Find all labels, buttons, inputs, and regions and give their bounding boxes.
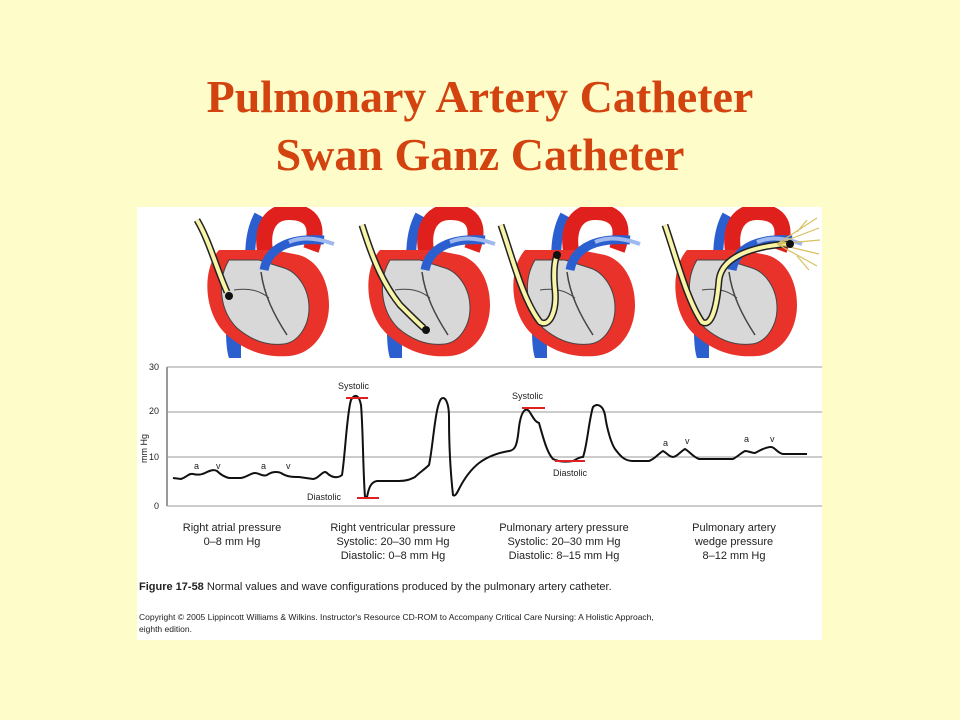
copyright-line-2: eighth edition. [139,624,192,634]
figure-drawing: 30 20 10 0 mm Hg a v a v Systolic [139,207,822,511]
pressure-title: Pulmonary artery [692,522,776,534]
heart-panel-pulmonary-artery [497,212,640,358]
wave-label-a: a [663,438,668,448]
figure-panel: 30 20 10 0 mm Hg a v a v Systolic [137,207,822,640]
y-tick-20: 20 [149,406,159,416]
systolic-label: Systolic [338,381,370,391]
diastolic-label: Diastolic [553,468,588,478]
catheter-tip-icon [553,251,561,259]
wave-label-v: v [286,461,291,471]
pressure-range: Diastolic: 8–15 mm Hg [508,550,620,562]
wave-label-a: a [194,461,199,471]
pressure-range: Systolic: 20–30 mm Hg [507,536,621,548]
y-tick-10: 10 [149,452,159,462]
wave-label-a: a [744,434,749,444]
wave-label-v: v [770,434,775,444]
y-axis-label: mm Hg [139,434,149,463]
copyright-notice: Copyright © 2005 Lippincott Williams & W… [139,611,819,635]
heart-panel-wedge [661,212,821,358]
wave-label-v: v [685,436,690,446]
pressure-range: 0–8 mm Hg [203,536,261,548]
pressure-title: wedge pressure [694,536,774,548]
pulmonary-artery-pressure-label: Pulmonary artery pressure Systolic: 20–3… [479,521,649,563]
figure-number: Figure 17-58 [139,581,204,593]
pressure-title: Right atrial pressure [182,522,282,534]
right-ventricular-pressure-label: Right ventricular pressure Systolic: 20–… [308,521,478,563]
diastolic-label: Diastolic [307,492,342,502]
systolic-label: Systolic [512,391,544,401]
right-atrial-pressure-label: Right atrial pressure 0–8 mm Hg [147,521,317,549]
title-line-1: Pulmonary Artery Catheter [206,71,754,122]
pressure-range: Diastolic: 0–8 mm Hg [340,550,446,562]
y-tick-0: 0 [154,501,159,511]
caption-text: Normal values and wave configurations pr… [206,581,612,593]
pressure-range: 8–12 mm Hg [702,550,766,562]
heart-panel-right-atrium [193,212,334,358]
pressure-waveform [172,394,807,498]
figure-caption: Figure 17-58 Normal values and wave conf… [139,581,819,593]
copyright-line-1: Copyright © 2005 Lippincott Williams & W… [139,612,654,622]
pressure-title: Pulmonary artery pressure [499,522,629,534]
heart-panel-right-ventricle [358,212,495,358]
pressure-title: Right ventricular pressure [330,522,456,534]
pressure-graph: 30 20 10 0 mm Hg a v a v Systolic [139,362,822,511]
y-tick-30: 30 [149,362,159,372]
wedge-pressure-label: Pulmonary artery wedge pressure 8–12 mm … [649,521,819,563]
catheter-tip-icon [422,326,430,334]
title-line-2: Swan Ganz Catheter [275,129,685,180]
wave-label-a: a [261,461,266,471]
catheter-tip-icon [786,240,794,248]
pressure-range: Systolic: 20–30 mm Hg [336,536,450,548]
catheter-tip-icon [225,292,233,300]
slide-title: Pulmonary Artery Catheter Swan Ganz Cath… [0,68,960,184]
wave-label-v: v [216,461,221,471]
